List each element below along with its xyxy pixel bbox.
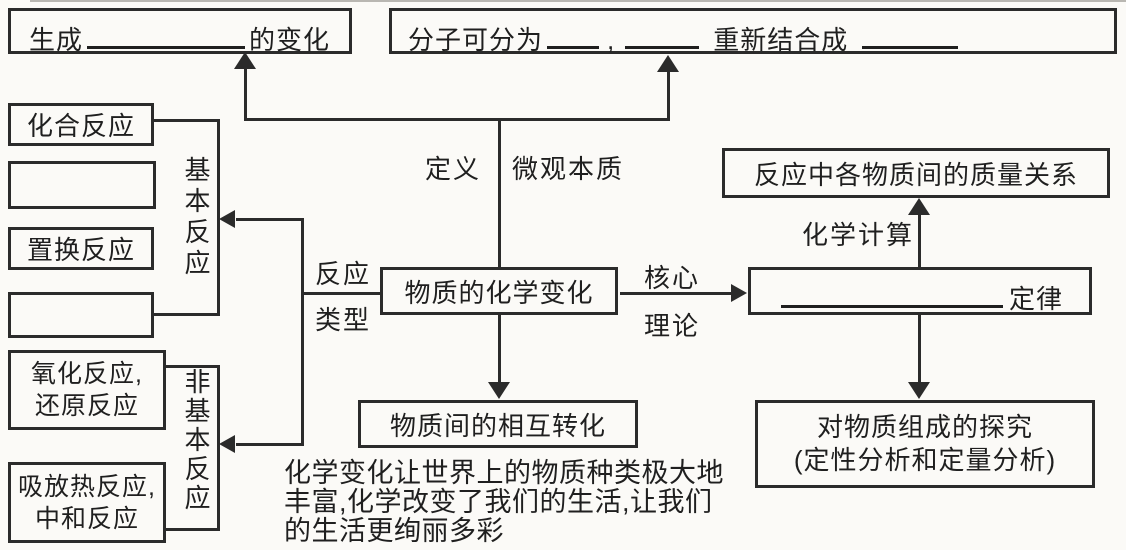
node-generation-prefix: 生成 [29, 25, 84, 56]
node-thermal-line2: 中和反应 [34, 504, 139, 533]
node-molecule-comma: , [607, 25, 616, 56]
connector-junction-to-center [303, 292, 380, 295]
bracket-nonbasic-vertical [217, 365, 220, 531]
node-exploration-line1: 对物质组成的探究 [816, 411, 1033, 442]
connector-reaction-type-vertical [301, 218, 304, 446]
fill-blank-molecule-2 [625, 19, 700, 50]
node-thermal-line1: 吸放热反应, [18, 472, 156, 501]
node-composition-exploration: 对物质组成的探究 (定性分析和定量分析) [755, 400, 1095, 488]
label-type: 类型 [315, 305, 372, 335]
connector-nonbasic-arrow-line [236, 443, 303, 446]
node-exploration-line2: (定性分析和定量分析) [793, 445, 1057, 475]
bottom-note-line1: 化学变化让世界上的物质种类极大地 [284, 458, 724, 488]
node-mass-relation: 反应中各物质间的质量关系 [722, 148, 1110, 198]
bottom-note-line3: 的生活更绚丽多彩 [284, 516, 504, 546]
node-redox-line2: 还原反应 [34, 392, 139, 420]
node-chemical-change-of-matter: 物质的化学变化 [380, 267, 618, 315]
node-displacement-label: 置换反应 [26, 235, 135, 265]
arrowhead-to-molecule [657, 55, 679, 72]
bracket-basic-bottom-stub [154, 313, 220, 316]
bracket-basic-vertical [217, 119, 220, 316]
fill-blank-generation [87, 19, 246, 50]
fill-blank-molecule-1 [547, 19, 600, 50]
label-non-basic-reactions: 非基本反应 [181, 368, 211, 513]
connector-center-up [498, 119, 501, 267]
arrowhead-to-transformation [488, 382, 510, 399]
connector-center-down [498, 315, 501, 385]
bottom-note: 化学变化让世界上的物质种类极大地 丰富,化学改变了我们的生活,让我们 的生活更绚… [284, 459, 724, 546]
arrowhead-to-generation [234, 52, 256, 69]
bottom-note-line2: 丰富,化学改变了我们的生活,让我们 [284, 487, 713, 517]
fill-blank-molecule-3 [862, 19, 959, 50]
node-transformation-label: 物质间的相互转化 [389, 410, 606, 441]
arrowhead-to-basic [219, 210, 235, 228]
connector-top-horizontal [244, 118, 670, 121]
label-theory: 理论 [644, 311, 701, 341]
node-generation-suffix: 的变化 [249, 25, 331, 56]
label-chemical-calculation: 化学计算 [802, 220, 915, 250]
node-redox-line1: 氧化反应, [31, 360, 143, 388]
node-molecule-part2: 重新结合成 [713, 25, 849, 56]
node-blank-basic-2 [8, 292, 154, 338]
node-blank-basic-1 [8, 161, 156, 209]
label-reaction: 反应 [315, 259, 372, 289]
node-combination-reaction: 化合反应 [8, 103, 154, 146]
arrowhead-to-nonbasic [219, 435, 235, 453]
arrowhead-to-mass-relation [908, 198, 930, 215]
node-combination-label: 化合反应 [26, 111, 135, 141]
node-molecule-recombine: 分子可分为 , 重新结合成 [389, 8, 1117, 56]
node-law: 定律 [748, 267, 1092, 315]
label-definition: 定义 [425, 154, 482, 184]
connector-law-down [918, 315, 921, 385]
node-law-suffix: 定律 [1009, 284, 1064, 315]
scan-artifact-line [30, 0, 1126, 2]
arrowhead-to-exploration [908, 382, 930, 399]
bracket-nonbasic-bottom-stub [166, 528, 220, 531]
node-redox-reaction: 氧化反应, 还原反应 [8, 350, 166, 430]
fill-blank-law [781, 278, 1003, 309]
node-mass-relation-label: 反应中各物质间的质量关系 [753, 159, 1078, 190]
label-core: 核心 [644, 263, 701, 293]
arrowhead-to-law [731, 284, 747, 302]
node-molecule-part1: 分子可分为 [408, 25, 544, 56]
node-generation-change: 生成 的变化 [8, 8, 352, 56]
connector-generation-stem [244, 66, 247, 121]
label-micro-essence: 微观本质 [512, 154, 625, 184]
connector-core-theory-line [620, 292, 732, 295]
node-mutual-transformation: 物质间的相互转化 [358, 400, 638, 448]
node-displacement-reaction: 置换反应 [8, 227, 154, 270]
connector-molecule-stem [667, 70, 670, 121]
connector-basic-arrow-line [236, 218, 303, 221]
bracket-basic-top-stub [154, 119, 220, 122]
node-thermal-reaction: 吸放热反应, 中和反应 [8, 462, 166, 543]
node-center-label: 物质的化学变化 [404, 277, 594, 308]
label-basic-reactions: 基本反应 [181, 156, 211, 280]
bracket-nonbasic-top-stub [166, 365, 220, 368]
connector-law-up [918, 213, 921, 267]
